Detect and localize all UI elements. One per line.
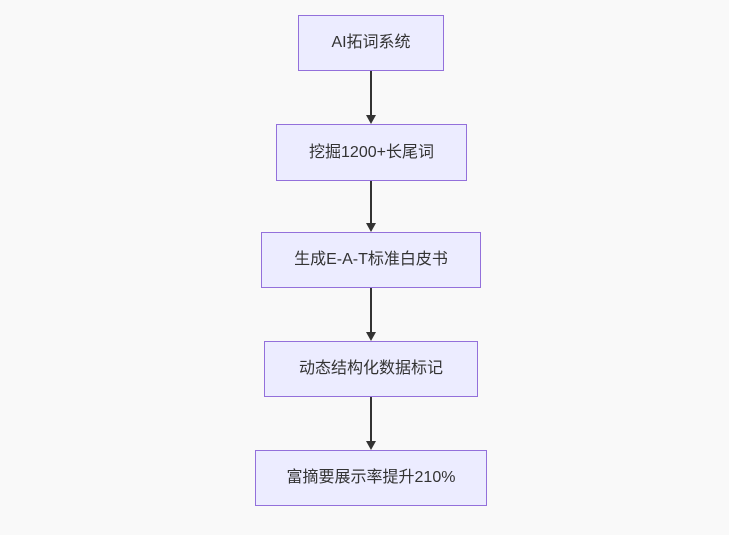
arrow-shaft [370, 181, 372, 224]
flow-node-label: 生成E-A-T标准白皮书 [294, 251, 448, 268]
flow-arrow [366, 181, 376, 232]
arrowhead-down-icon [366, 332, 376, 341]
arrowhead-down-icon [366, 223, 376, 232]
flow-node-ai-word-expansion-system: AI拓词系统 [298, 15, 444, 71]
arrow-shaft [370, 288, 372, 333]
flow-node-dynamic-structured-data-markup: 动态结构化数据标记 [264, 341, 478, 397]
flow-node-label: 挖掘1200+长尾词 [309, 143, 434, 161]
arrowhead-down-icon [366, 115, 376, 124]
flow-arrow [366, 71, 376, 124]
arrow-shaft [370, 397, 372, 442]
flow-node-rich-snippet-rate-increase: 富摘要展示率提升210% [255, 450, 487, 506]
arrow-shaft [370, 71, 372, 116]
flow-arrow [366, 288, 376, 341]
flow-node-generate-eat-whitepaper: 生成E-A-T标准白皮书 [261, 232, 481, 288]
arrowhead-down-icon [366, 441, 376, 450]
flow-arrow [366, 397, 376, 450]
flow-node-mine-longtail-keywords: 挖掘1200+长尾词 [276, 124, 467, 181]
flow-node-label: AI拓词系统 [331, 34, 411, 51]
flow-node-label: 富摘要展示率提升210% [286, 469, 456, 486]
flow-node-label: 动态结构化数据标记 [298, 360, 443, 377]
